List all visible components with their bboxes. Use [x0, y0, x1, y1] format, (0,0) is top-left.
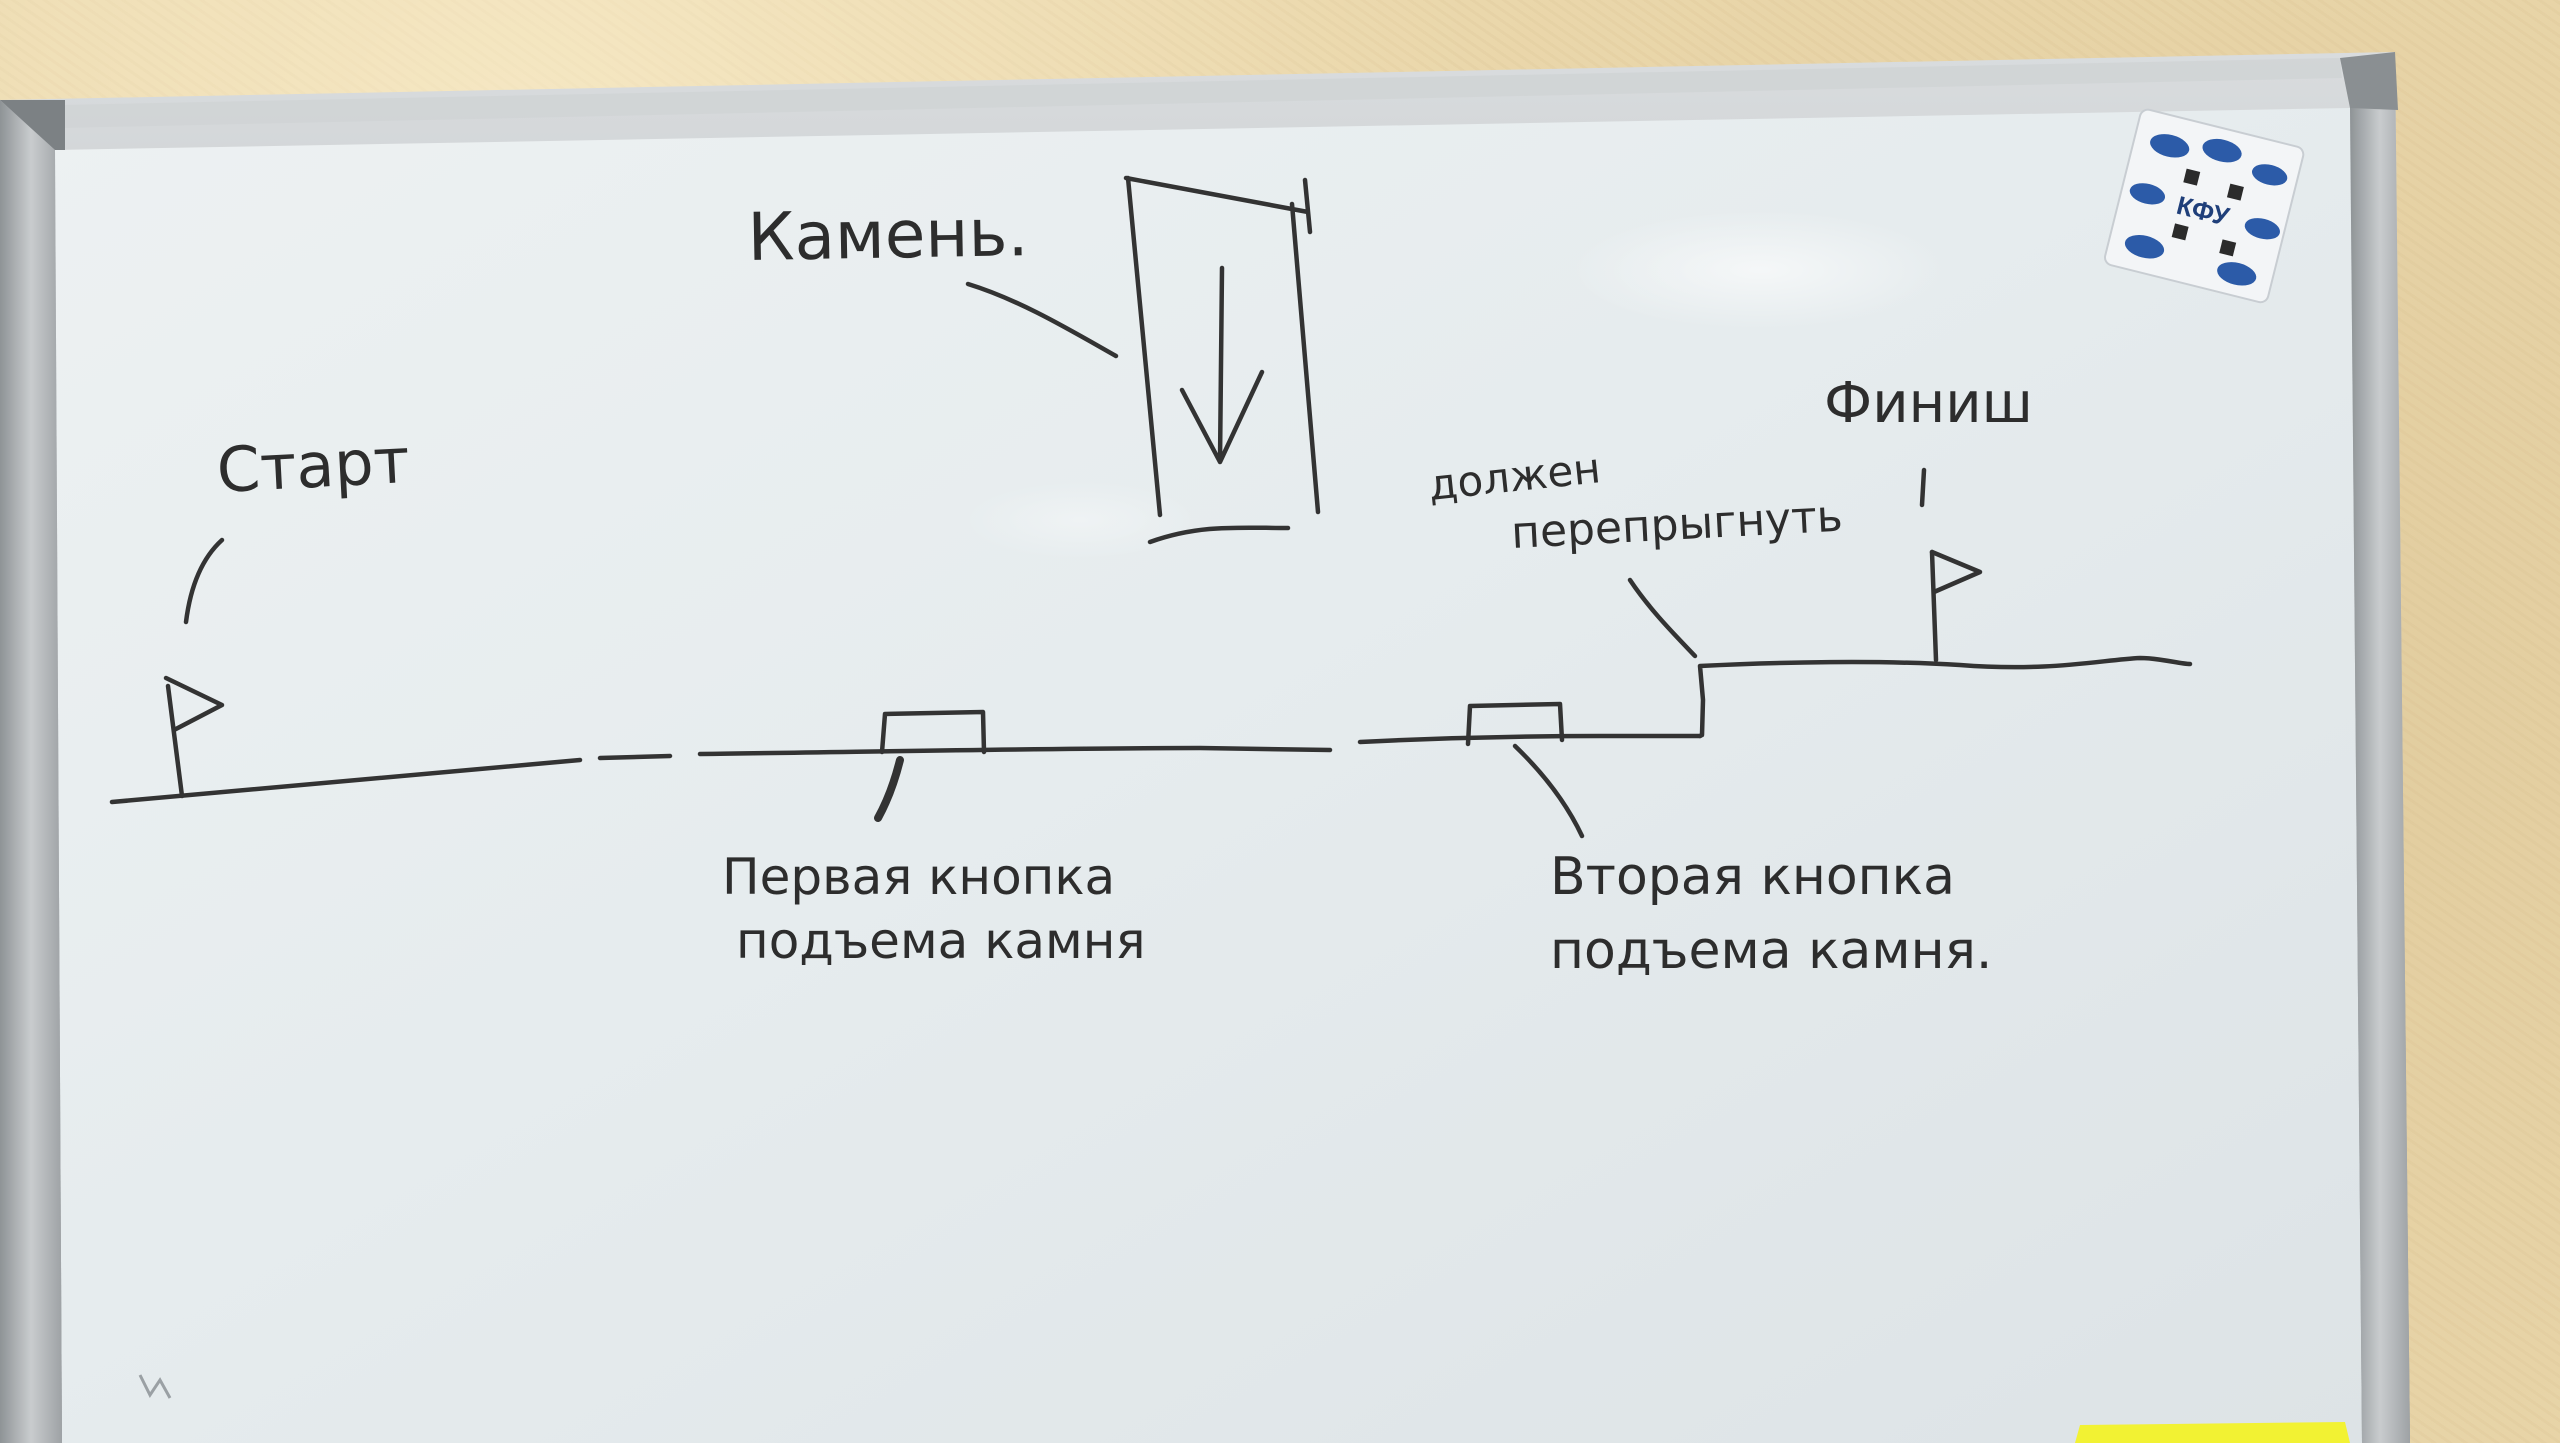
finish-flag-pole	[1929, 549, 1939, 663]
light-glare-small	[960, 480, 1200, 560]
stone-arrow-down	[1179, 265, 1265, 465]
stone-block-outline	[1123, 175, 1321, 518]
step-up	[1697, 655, 2193, 739]
jump-pointer-line	[1627, 577, 1698, 659]
button2-label-line1: Вторая кнопка	[1550, 847, 1955, 907]
start-flag-pennant	[163, 675, 225, 733]
stone-label: Камень.	[747, 194, 1029, 276]
button1-label-line1: Первая кнопка	[722, 848, 1115, 906]
finish-pointer-line	[1919, 467, 1927, 508]
finish-label: Финиш	[1824, 371, 2033, 436]
button2-pointer	[1512, 743, 1585, 839]
start-pointer-line	[183, 537, 225, 625]
frame-right-rail	[2350, 52, 2410, 1443]
stone-base-mark	[1147, 525, 1291, 545]
corner-scribble	[138, 1374, 172, 1399]
light-glare	[1570, 210, 1950, 330]
button1-outline	[879, 709, 987, 755]
frame-left-rail	[0, 100, 62, 1443]
kfu-sticker: КФУ	[2103, 108, 2305, 304]
button1-label-line2: подъема камня	[736, 912, 1146, 970]
button1-pointer	[874, 756, 904, 822]
button2-label-line2: подъема камня.	[1550, 921, 1992, 981]
stone-pointer-line	[965, 281, 1119, 359]
finish-flag-pennant	[1929, 549, 1983, 595]
ground-line	[109, 733, 1703, 805]
sticky-note	[2075, 1422, 2350, 1443]
frame-top-rail	[60, 58, 2342, 128]
start-flag-pole	[165, 683, 185, 799]
frame-corner-top-right	[2340, 52, 2398, 110]
frame-corner-top-left	[0, 100, 65, 150]
start-label: Старт	[215, 424, 411, 507]
button2-outline	[1465, 701, 1565, 747]
board-surface	[55, 108, 2362, 1443]
